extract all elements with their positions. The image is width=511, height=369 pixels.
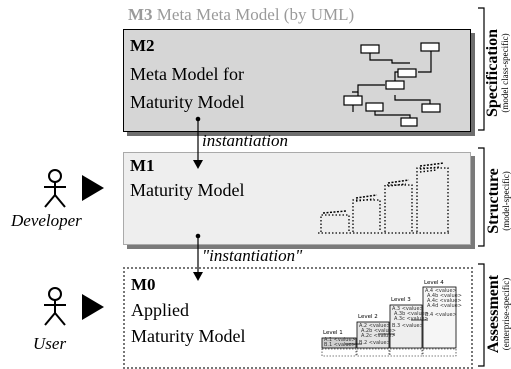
entry-1-2: B.1 <value> (324, 342, 356, 348)
role-label-user: User (33, 334, 67, 353)
chart-baseline-slots (321, 348, 457, 357)
level-4-label: Level 4 (424, 280, 444, 286)
entry-3-1: A.3 <value> (392, 306, 424, 312)
bracket-structure (478, 147, 485, 247)
entry-1-1: A.1 <value> (324, 337, 356, 343)
level-1-block (321, 337, 357, 349)
entry-3-3: A.3c <value> (394, 316, 428, 322)
entry-4-2: A.4b <value> (427, 293, 462, 299)
layer-m2-code: M2 (130, 36, 155, 55)
maturity-staircase-sketch (318, 167, 450, 234)
entry-4-3: A.4c <value> (427, 298, 461, 304)
entry-2-4: B.2 <value> (359, 340, 391, 346)
bracket-assessment (478, 263, 485, 367)
role-label-developer: Developer (11, 211, 82, 230)
entry-4-1: A.4 <value> (425, 288, 457, 294)
title-code: M3 (128, 5, 153, 24)
level-2-label: Level 2 (358, 314, 378, 320)
diagram-title: M3 Meta Meta Model (by UML) (128, 5, 354, 25)
chart-connectors (345, 319, 428, 345)
layer-m0-code: M0 (131, 275, 156, 294)
user-pointer-icon (82, 294, 104, 320)
title-text: Meta Meta Model (by UML) (156, 5, 355, 24)
entry-4-5: B.4 <value> (425, 312, 457, 318)
level-2-block (356, 321, 390, 349)
layer-m0-line1: Applied (131, 300, 189, 320)
level-1-label: Level 1 (323, 330, 343, 336)
level-3-label: Level 3 (391, 297, 411, 303)
layer-m2-line2: Maturity Model (130, 92, 245, 112)
user-icon (44, 287, 66, 326)
entry-3-2: A.3b <value> (394, 311, 429, 317)
layer-m2-line1: Meta Model for (130, 64, 244, 84)
arrow-m2-to-m1 (193, 116, 203, 169)
developer-pointer-icon (82, 175, 104, 201)
entry-2-1: A.2 <value> (359, 323, 391, 329)
entry-4-4: A.4d <value> (427, 303, 462, 309)
bracket-specification (478, 7, 485, 131)
arrow-m1-to-m0 (193, 233, 203, 281)
staircase-hatching (322, 162, 445, 214)
applied-maturity-chart: Level 1 Level 2 Level 3 Level 4 A.1 <val… (321, 280, 462, 357)
entry-3-4: B.3 <value> (392, 323, 424, 329)
layer-m1: M1 Maturity Model (123, 152, 471, 245)
uml-class-diagram-sketch (343, 42, 441, 127)
developer-icon (44, 169, 66, 208)
layer-m0-line2: Maturity Model (131, 326, 246, 346)
layer-m2: M2 Meta Model for Maturity Model (123, 29, 471, 132)
entry-2-3: A.2c <value> (361, 333, 395, 339)
entry-2-2: A.2b <value> (361, 328, 396, 334)
level-4-block (422, 286, 457, 349)
layer-m1-line1: Maturity Model (130, 180, 245, 200)
layer-m1-code: M1 (130, 156, 155, 175)
level-3-block (389, 304, 423, 349)
arrow-label-instantiation: instantiation (202, 131, 288, 150)
arrow-label-quoted-instantiation: "instantiation" (202, 246, 303, 265)
